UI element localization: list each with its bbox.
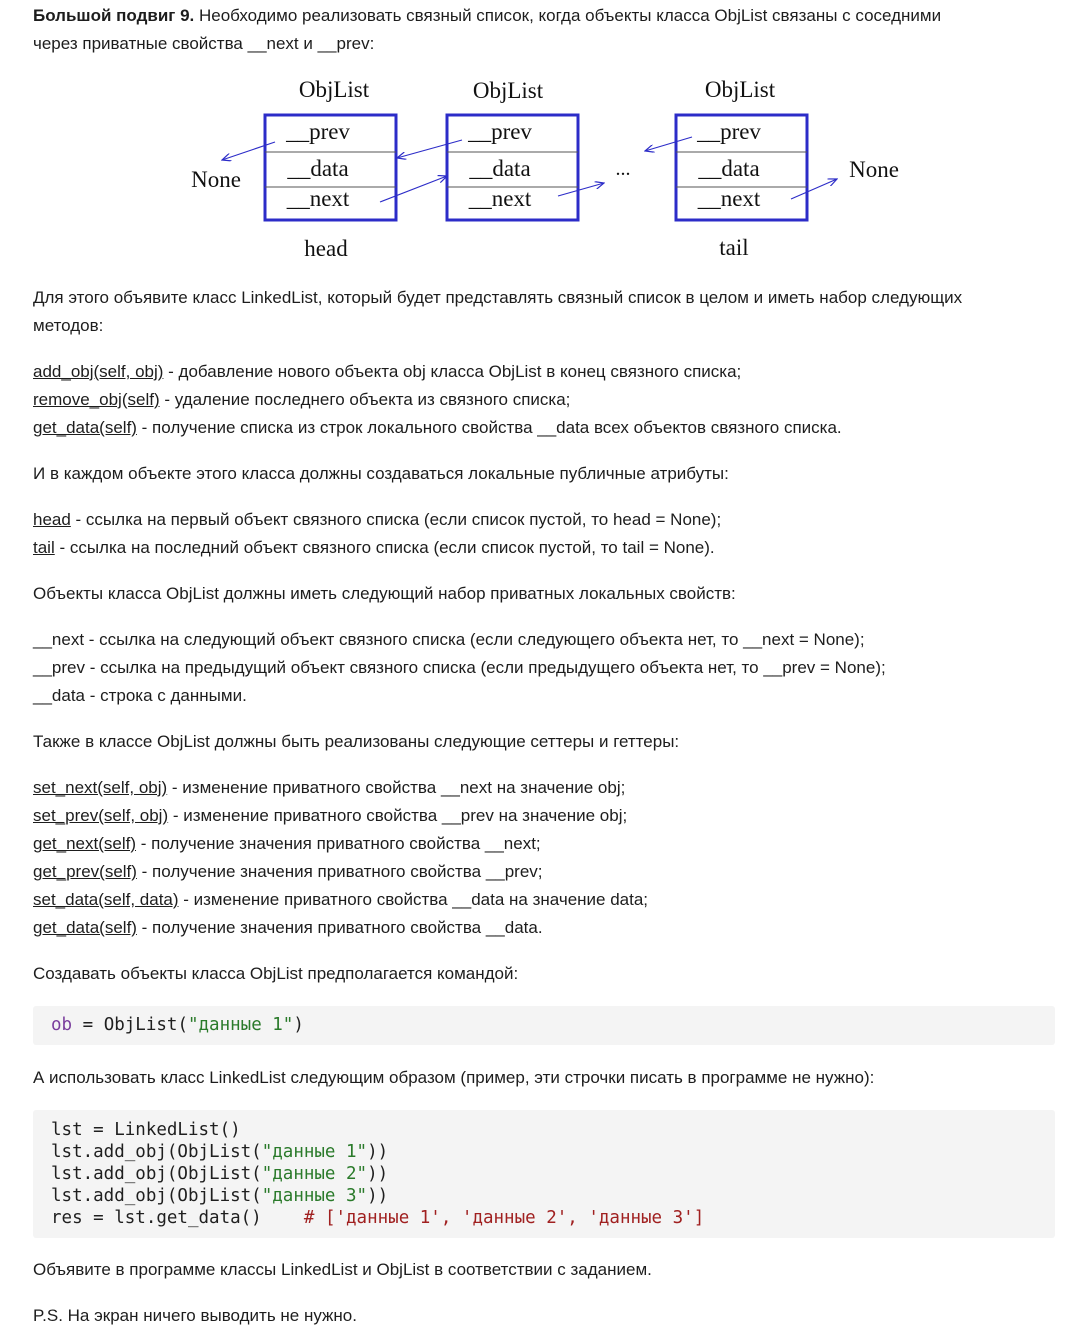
node-2-next: __next <box>468 186 532 211</box>
node-title-1: ObjList <box>299 77 370 102</box>
node-1-data: __data <box>286 156 348 181</box>
getter-get-next: get_next(self) - получение значения прив… <box>33 834 541 853</box>
code-line: lst.add_obj(ObjList("данные 2")) <box>51 1164 389 1184</box>
intro-line-2: через приватные свойства __next и __prev… <box>33 34 375 53</box>
code-line: lst.add_obj(ObjList("данные 3")) <box>51 1186 389 1206</box>
node-3: __prev __data __next <box>674 113 809 222</box>
para-declare: Объявите в программе классы LinkedList и… <box>33 1260 652 1279</box>
ellipsis-label: ... <box>616 158 631 180</box>
code-line: res = lst.get_data() # ['данные 1', 'дан… <box>51 1208 705 1228</box>
node-1-prev: __prev <box>285 119 350 144</box>
none-right-label: None <box>849 157 899 182</box>
setter-set-data: set_data(self, data) - изменение приватн… <box>33 890 649 909</box>
para-attrs: И в каждом объекте этого класса должны с… <box>33 464 729 483</box>
head-label: head <box>304 236 348 261</box>
arrow-node2-next-to-ellipsis <box>557 183 604 197</box>
code-line: lst.add_obj(ObjList("данные 1")) <box>51 1142 389 1162</box>
para-setters: Также в классе ObjList должны быть реали… <box>33 732 680 751</box>
attr-tail: tail - ссылка на последний объект связно… <box>33 538 715 557</box>
arrow-node1-next-to-node2 <box>379 176 447 203</box>
node-1-next: __next <box>286 186 350 211</box>
method-get-data: get_data(self) - получение списка из стр… <box>33 418 842 437</box>
pointer-arrows <box>222 136 837 203</box>
private-prop-prev: __prev - ссылка на предыдущий объект свя… <box>33 658 886 677</box>
node-2-prev: __prev <box>467 119 532 144</box>
setter-set-next: set_next(self, obj) - изменение приватно… <box>33 778 626 797</box>
node-1: __prev __data __next <box>263 113 398 222</box>
private-prop-next: __next - ссылка на следующий объект связ… <box>33 630 865 649</box>
arrow-node2-prev-to-node1 <box>397 139 463 158</box>
para-usage: А использовать класс LinkedList следующи… <box>33 1068 875 1087</box>
code-line: lst = LinkedList() <box>51 1120 241 1140</box>
arrow-node3-prev-to-ellipsis <box>645 136 693 151</box>
para-linkedlist-1: Для этого объявите класс LinkedList, кот… <box>33 288 963 307</box>
node-2: __prev __data __next <box>445 113 580 222</box>
task-title: Большой подвиг 9. <box>33 6 195 25</box>
para-create: Создавать объекты класса ObjList предпол… <box>33 964 519 983</box>
private-prop-data: __data - строка с данными. <box>33 686 247 705</box>
node-title-2: ObjList <box>473 78 544 103</box>
node-3-prev: __prev <box>696 119 761 144</box>
node-3-data: __data <box>697 156 759 181</box>
attr-head: head - ссылка на первый объект связного … <box>33 510 722 529</box>
setter-set-prev: set_prev(self, obj) - изменение приватно… <box>33 806 628 825</box>
code-block-usage[interactable]: lst = LinkedList()lst.add_obj(ObjList("д… <box>33 1110 1055 1238</box>
method-remove-obj: remove_obj(self) - удаление последнего о… <box>33 390 571 409</box>
code-block-create[interactable]: ob = ObjList("данные 1") <box>33 1006 1055 1045</box>
intro-line-1: Большой подвиг 9. Необходимо реализовать… <box>33 6 942 25</box>
tail-label: tail <box>719 235 748 260</box>
linked-list-diagram: ObjList ObjList ObjList __prev __data __… <box>191 77 899 261</box>
ps-note: P.S. На экран ничего выводить не нужно. <box>33 1306 357 1325</box>
arrow-tail-next-to-none <box>790 179 837 200</box>
arrow-prev-to-none <box>222 141 276 160</box>
getter-get-prev: get_prev(self) - получение значения прив… <box>33 862 543 881</box>
para-private: Объекты класса ObjList должны иметь след… <box>33 584 736 603</box>
node-3-next: __next <box>697 186 761 211</box>
node-2-data: __data <box>468 156 530 181</box>
getter-get-data: get_data(self) - получение значения прив… <box>33 918 543 937</box>
method-add-obj: add_obj(self, obj) - добавление нового о… <box>33 362 742 381</box>
none-left-label: None <box>191 167 241 192</box>
node-title-3: ObjList <box>705 77 776 102</box>
para-linkedlist-2: методов: <box>33 316 104 335</box>
